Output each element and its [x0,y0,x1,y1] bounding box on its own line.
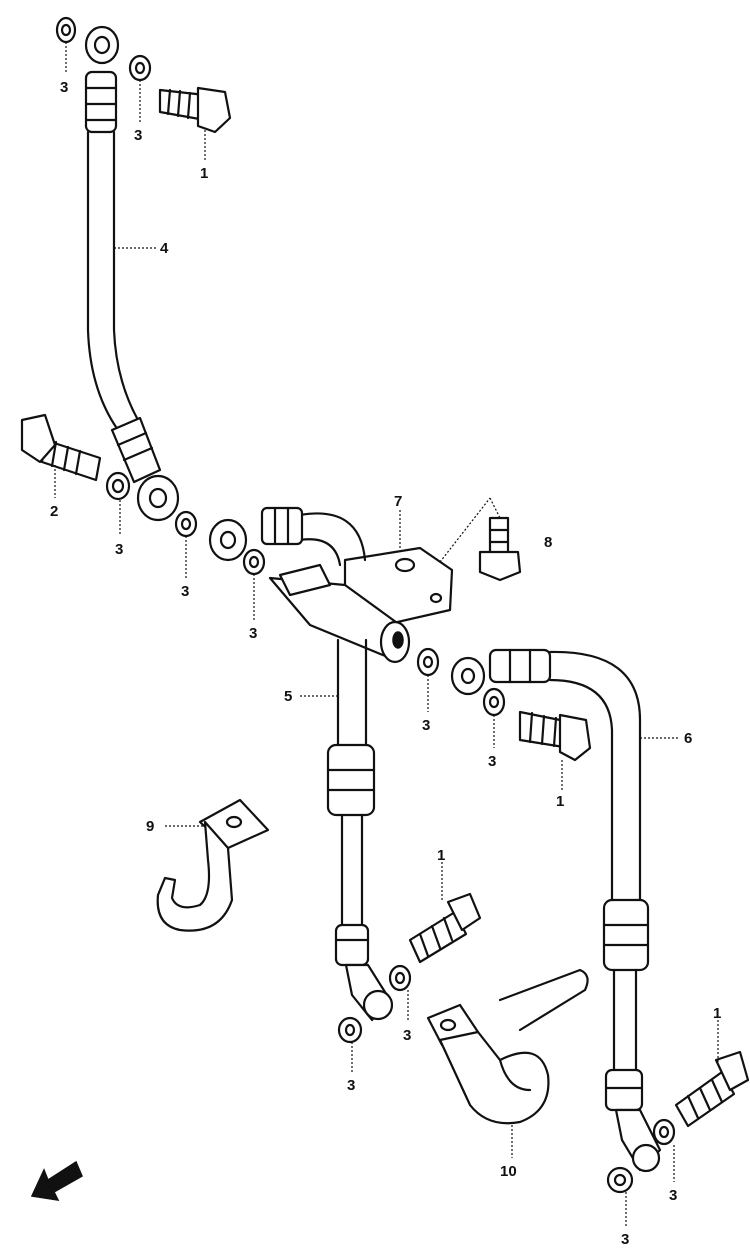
brake-hose-right [450,648,662,1173]
washer-center-lower [388,964,412,992]
part-labels: 3 3 1 4 2 3 3 7 8 3 5 3 3 6 1 9 1 3 1 3 … [50,79,721,1248]
label-washer-top-mid: 3 [134,127,142,144]
label-washer-joint-left: 3 [249,625,257,642]
label-washer-left-a: 3 [115,541,123,558]
label-washer-left-b: 3 [181,583,189,600]
label-washer-joint-right: 3 [422,717,430,734]
washer-center-bottom [337,1016,363,1044]
brake-hose-middle [326,638,394,1022]
union-bolt-center-lower [408,892,482,964]
union-bolt-joint-right [518,710,592,762]
hose-clamp-left [156,798,270,932]
label-hose-right: 6 [684,730,692,747]
washer-joint-right [416,647,440,677]
washer-right-hose [482,687,506,717]
joint-mounting-bolt [439,497,522,582]
label-washer-bottom-right-b: 3 [621,1231,629,1248]
label-clamp-right: 10 [500,1163,517,1180]
washer-joint-left [242,548,266,576]
label-washer-right-hose: 3 [488,753,496,770]
union-bolt-left [20,413,102,482]
label-washer-top-left: 3 [60,79,68,96]
hose-clamp-right [426,968,589,1125]
label-bolt-top: 1 [200,165,208,182]
label-bolt-left: 2 [50,503,58,520]
washer-top-left [55,16,77,44]
front-arrow-icon [30,1160,83,1201]
union-bolt-bottom-right [674,1050,750,1128]
washer-bottom-right-b [606,1166,634,1194]
label-hose-middle: 5 [284,688,292,705]
label-hose-upper: 4 [160,240,169,257]
washer-top-mid [128,54,152,82]
brake-hose-upper [84,25,180,522]
brake-hose-joint-left-branch [208,506,367,567]
washer-left-hose-a [105,471,131,501]
label-washer-center-lower: 3 [403,1027,411,1044]
union-bolt-top [158,86,232,134]
label-washer-bottom-right-a: 3 [669,1187,677,1204]
washer-bottom-right-a [652,1118,676,1146]
label-bolt-bottom-right: 1 [713,1005,721,1022]
washer-left-hose-b [174,510,198,538]
label-bolt-joint: 8 [544,534,552,551]
label-clamp-left: 9 [146,818,154,835]
label-joint: 7 [394,493,402,510]
brake-hose-joint [268,546,454,664]
label-washer-center-bottom: 3 [347,1077,355,1094]
label-bolt-center: 1 [437,847,445,864]
leader-lines [54,42,719,1226]
label-bolt-joint-right: 1 [556,793,564,810]
